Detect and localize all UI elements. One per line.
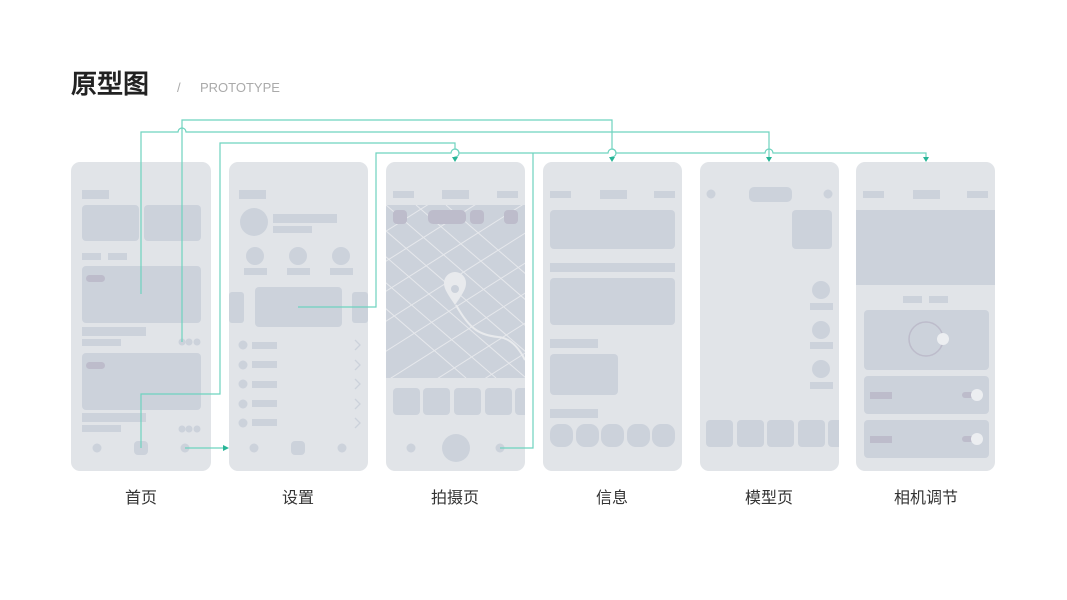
tab-icon: [92, 443, 102, 453]
feed-card: [82, 266, 201, 323]
title-separator: /: [177, 80, 181, 95]
shutter-button: [442, 434, 470, 462]
arrow-icon: [452, 157, 458, 162]
title-bar: [82, 190, 109, 199]
screen-messages[interactable]: [543, 162, 682, 471]
settings-list: [238, 339, 361, 429]
connector-settings-to-camera: [298, 148, 927, 308]
screen-camera-settings[interactable]: [856, 162, 995, 471]
screen-label-settings: 设置: [282, 488, 314, 507]
page-title: 原型图: [71, 70, 149, 100]
page-subtitle: PROTOTYPE: [200, 80, 280, 95]
arrow-icon: [609, 157, 615, 162]
banner-card: [82, 205, 139, 241]
arrow-icon: [923, 157, 929, 162]
arrow-icon: [223, 445, 229, 451]
avatar: [240, 208, 268, 236]
screen-label-camera-settings: 相机调节: [894, 488, 958, 507]
screen-label-messages: 信息: [596, 488, 628, 507]
screen-label-capture: 拍摄页: [431, 488, 479, 507]
banner-card: [144, 205, 201, 241]
screen-label-home: 首页: [125, 488, 157, 507]
screen-label-model: 模型页: [745, 488, 793, 507]
screen-model[interactable]: [700, 162, 855, 471]
screen-capture[interactable]: [266, 140, 646, 475]
arrow-icon: [766, 157, 772, 162]
connector-capture-to-camera: [500, 153, 534, 449]
map-view: [386, 205, 525, 378]
flow-connectors: [140, 119, 929, 451]
feed-card: [82, 353, 201, 410]
screen-settings[interactable]: [229, 162, 368, 471]
